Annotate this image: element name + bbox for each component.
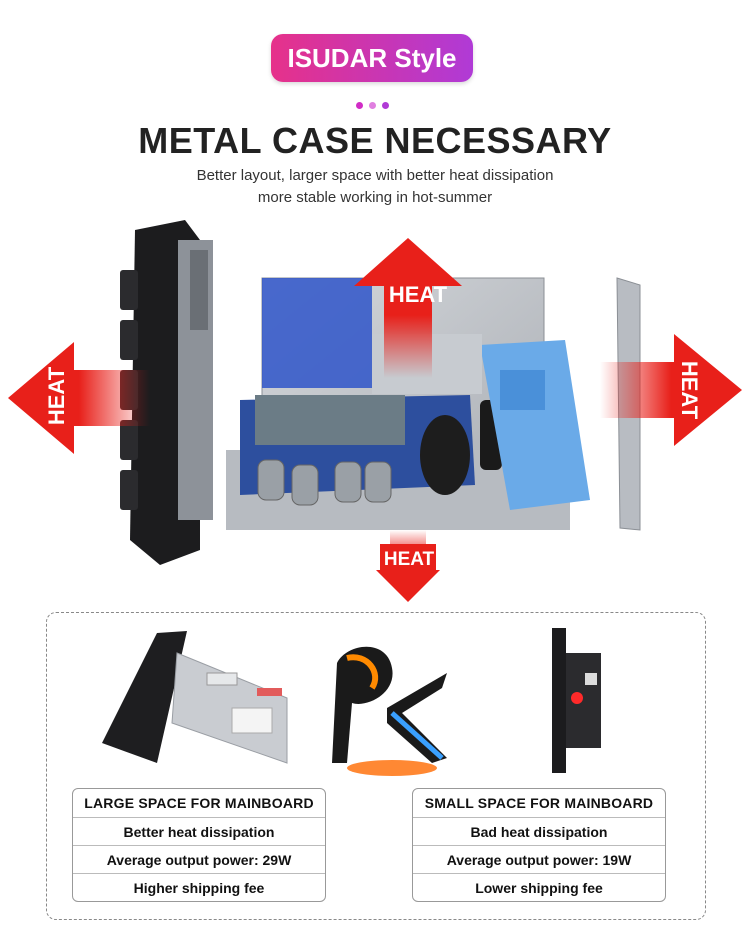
- small-space-title: SMALL SPACE FOR MAINBOARD: [424, 795, 654, 811]
- heat-arrow-right: HEAT: [600, 334, 742, 446]
- heat-arrow-down: HEAT: [376, 530, 440, 602]
- large-space-comparison-table: LARGE SPACE FOR MAINBOARD Better heat di…: [72, 788, 326, 902]
- small-space-row: Lower shipping fee: [413, 873, 665, 901]
- small-space-device-image: [552, 628, 601, 773]
- small-space-row: Average output power: 19W: [413, 845, 665, 873]
- large-space-title: LARGE SPACE FOR MAINBOARD: [84, 795, 314, 811]
- heat-label-left: HEAT: [44, 366, 69, 425]
- comparison-images: [102, 628, 601, 776]
- heat-arrow-left: HEAT: [8, 342, 150, 454]
- metal-case-product-illustration: HEAT HEAT HEAT HEAT: [8, 220, 742, 602]
- large-space-device-image: [102, 631, 288, 764]
- large-space-row: Higher shipping fee: [73, 873, 325, 901]
- page-headline: METAL CASE NECESSARY: [138, 120, 612, 161]
- heat-arrow-up: HEAT: [354, 238, 462, 378]
- heat-label-right: HEAT: [677, 361, 702, 420]
- small-space-comparison-table: SMALL SPACE FOR MAINBOARD Bad heat dissi…: [412, 788, 666, 902]
- brand-badge: ISUDAR Style: [271, 34, 473, 82]
- large-space-row: Better heat dissipation: [73, 817, 325, 845]
- subtitle-line-2: more stable working in hot-summer: [257, 189, 493, 206]
- subtitle-line-1: Better layout, larger space with better …: [196, 167, 554, 184]
- large-space-row: Average output power: 29W: [73, 845, 325, 873]
- comparison-panel: [46, 612, 706, 920]
- small-space-row: Bad heat dissipation: [413, 817, 665, 845]
- decorative-dots: [356, 102, 389, 109]
- heat-label-down: HEAT: [384, 549, 435, 570]
- pk-versus-icon: [332, 646, 447, 776]
- heat-label-up: HEAT: [389, 282, 448, 307]
- metal-chassis: [226, 277, 590, 530]
